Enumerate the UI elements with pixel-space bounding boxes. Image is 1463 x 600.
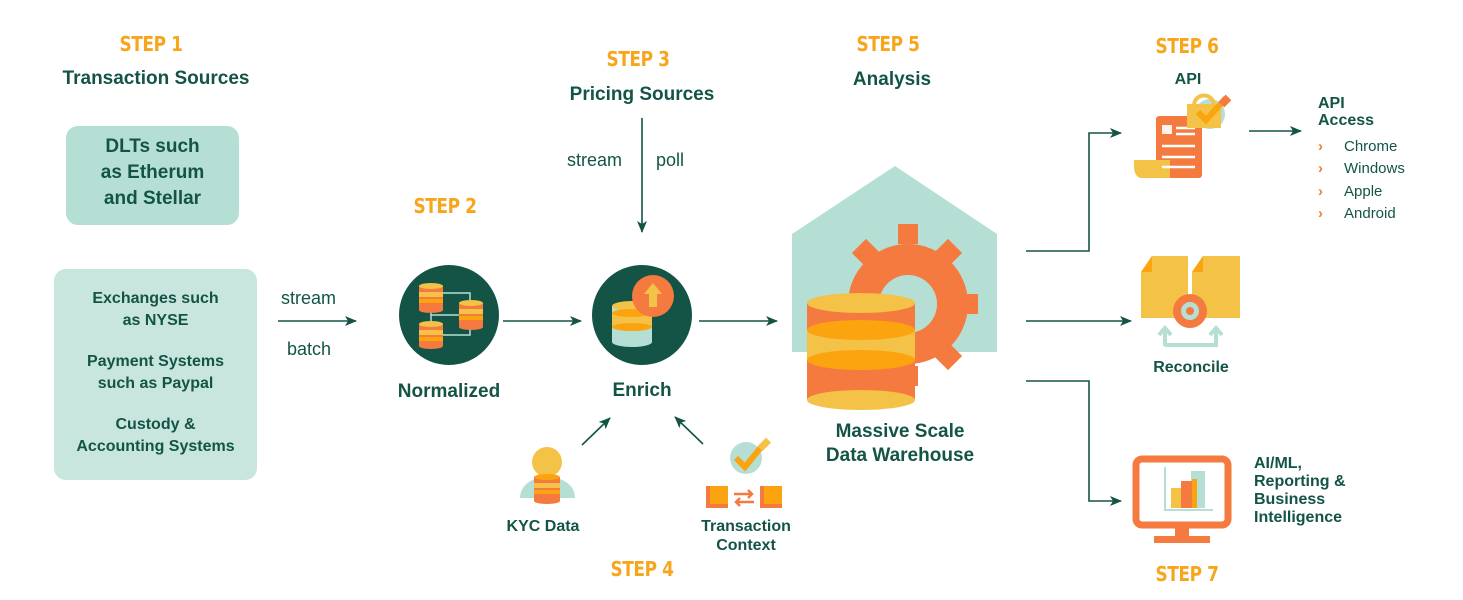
dlt-line: DLTs such: [105, 136, 200, 157]
chevron-right-icon: ›: [1318, 205, 1323, 223]
step-2-label: STEP 2: [413, 194, 477, 218]
dlt-line: and Stellar: [103, 188, 202, 209]
data-warehouse-icon: [792, 166, 997, 410]
reconcile-label: Reconcile: [1153, 359, 1229, 376]
flow-label-batch: batch: [287, 339, 332, 359]
step-3-label: STEP 3: [606, 47, 670, 71]
api-access-item-label: Chrome: [1344, 137, 1398, 155]
api-access-title: API Access: [1318, 95, 1398, 129]
bi-line: Business: [1254, 491, 1326, 508]
payments-item: Payment Systems such as Paypal: [54, 351, 257, 395]
step-7-label: STEP 7: [1155, 562, 1219, 586]
data-warehouse-label: Massive Scale Data Warehouse: [805, 420, 995, 468]
normalized-label: Normalized: [397, 381, 501, 402]
api-access-item[interactable]: › Windows: [1318, 158, 1405, 181]
flow-label-poll: poll: [656, 150, 685, 170]
arrow-kyc-to-enrich: [581, 417, 611, 446]
bi-line: Reporting &: [1254, 473, 1346, 490]
transaction-context-icon: [706, 437, 782, 508]
transaction-context-line: Context: [716, 537, 776, 554]
transaction-context-line: Transaction: [701, 518, 791, 535]
dlt-sources-box: DLTs such as Etherum and Stellar: [66, 126, 239, 225]
traditional-sources-box: Exchanges such as NYSE Payment Systems s…: [54, 269, 257, 480]
bi-line: AI/ML,: [1254, 455, 1302, 472]
api-access-item-label: Android: [1344, 205, 1396, 223]
chevron-right-icon: ›: [1318, 160, 1323, 178]
api-access-list: › Chrome › Windows › Apple › Android: [1318, 135, 1405, 225]
database-upload-icon: [592, 265, 692, 365]
step-5-label: STEP 5: [856, 32, 920, 56]
kyc-person-icon: [520, 447, 575, 504]
dlt-line: as Etherum: [100, 162, 205, 183]
bi-line: Intelligence: [1254, 509, 1343, 526]
custody-line: Custody &: [115, 416, 196, 433]
step-6-label: STEP 6: [1155, 34, 1219, 58]
pricing-sources-title: Pricing Sources: [569, 84, 715, 105]
kyc-data-label: KYC Data: [506, 518, 580, 535]
custody-item: Custody & Accounting Systems: [54, 414, 257, 458]
analysis-title: Analysis: [852, 69, 932, 90]
flow-label-stream-pricing: stream: [567, 150, 623, 170]
custody-line: Accounting Systems: [76, 438, 235, 455]
bi-monitor-chart-icon: [1132, 455, 1232, 543]
arrow-warehouse-to-api: [1026, 128, 1122, 252]
payments-line: such as Paypal: [97, 375, 214, 392]
chevron-right-icon: ›: [1318, 182, 1323, 200]
api-access-item[interactable]: › Android: [1318, 203, 1405, 226]
arrow-warehouse-to-bi: [1026, 380, 1122, 506]
step-4-label: STEP 4: [610, 557, 674, 581]
flow-label-stream: stream: [281, 288, 337, 308]
api-access-item[interactable]: › Apple: [1318, 180, 1405, 203]
bi-label: AI/ML, Reporting & Business Intelligence: [1254, 455, 1384, 527]
api-access-item[interactable]: › Chrome: [1318, 135, 1405, 158]
exchanges-line: as NYSE: [122, 312, 189, 329]
api-document-lock-icon: [1134, 93, 1232, 178]
step-1-label: STEP 1: [119, 32, 183, 56]
exchanges-item: Exchanges such as NYSE: [54, 288, 257, 332]
api-access-line: Access: [1318, 112, 1375, 129]
api-title: API: [1174, 71, 1202, 88]
transaction-context-label: Transaction Context: [686, 517, 806, 555]
enrich-label: Enrich: [612, 380, 672, 401]
payments-line: Payment Systems: [87, 353, 224, 370]
api-access-item-label: Windows: [1344, 160, 1405, 178]
api-access-item-label: Apple: [1344, 182, 1383, 200]
api-access-line: API: [1318, 95, 1345, 112]
chevron-right-icon: ›: [1318, 137, 1323, 155]
arrow-context-to-enrich: [674, 416, 704, 445]
reconcile-files-icon: [1141, 256, 1240, 347]
transaction-sources-title: Transaction Sources: [62, 68, 250, 89]
data-warehouse-line: Data Warehouse: [825, 445, 975, 466]
exchanges-line: Exchanges such: [92, 290, 219, 307]
database-network-icon: [399, 265, 499, 365]
data-warehouse-line: Massive Scale: [835, 421, 965, 442]
